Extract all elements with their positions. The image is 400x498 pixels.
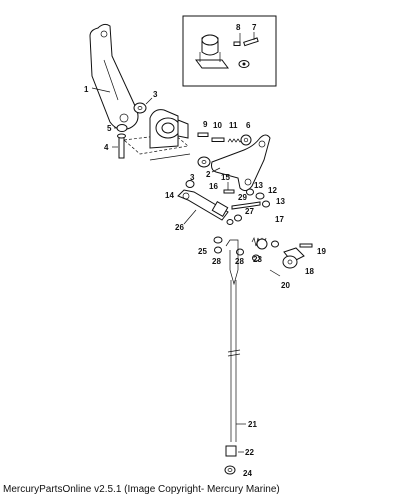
callout-11: 11 bbox=[229, 121, 238, 130]
part-28-washer-left: 28 bbox=[212, 246, 222, 266]
part-24-end-fitting: 24 bbox=[224, 465, 252, 478]
part-17-spring: 17 bbox=[251, 215, 284, 250]
part-27-washer: 27 bbox=[226, 207, 254, 225]
part-5-nut: 5 bbox=[107, 124, 128, 133]
part-29-rod: 29 bbox=[231, 193, 261, 210]
callout-18: 18 bbox=[305, 267, 314, 276]
callout-22: 22 bbox=[245, 448, 254, 457]
part-13-washer-a: 13 bbox=[246, 181, 263, 196]
part-4-bolt: 4 bbox=[104, 133, 126, 159]
callout-13-lower: 13 bbox=[276, 197, 285, 206]
part-14-washer: 14 bbox=[165, 180, 195, 200]
callout-27: 27 bbox=[245, 207, 254, 216]
callout-9: 9 bbox=[203, 120, 208, 129]
callout-15: 15 bbox=[221, 173, 230, 182]
callout-4: 4 bbox=[104, 143, 109, 152]
part-18-block: 18 bbox=[282, 247, 314, 276]
part-25-washer: 25 bbox=[198, 236, 223, 256]
callout-10: 10 bbox=[213, 121, 222, 130]
callout-23: 23 bbox=[253, 255, 262, 264]
callout-3-lower: 3 bbox=[190, 173, 195, 182]
copyright-footer: MercuryPartsOnline v2.5.1 (Image Copyrig… bbox=[3, 484, 280, 495]
part-26-shift-lever: 26 bbox=[175, 189, 229, 232]
part-10-pin: 10 bbox=[211, 121, 225, 142]
part-9-pin: 9 bbox=[197, 120, 209, 137]
callout-26: 26 bbox=[175, 223, 184, 232]
callout-21: 21 bbox=[248, 420, 257, 429]
callout-28-right: 28 bbox=[235, 257, 244, 266]
part-3-washer-upper: 3 bbox=[133, 90, 158, 114]
parts-diagram: 8 7 1 3 5 4 9 bbox=[84, 15, 326, 478]
callout-19: 19 bbox=[317, 247, 326, 256]
part-20-pin: 20 bbox=[269, 269, 290, 290]
part-13-washer-b: 13 bbox=[262, 197, 285, 208]
part-15-pin: 15 bbox=[221, 173, 230, 190]
callout-17: 17 bbox=[275, 215, 284, 224]
part-2-bell-crank: 2 bbox=[206, 134, 271, 192]
callout-8: 8 bbox=[236, 23, 241, 32]
callout-3-upper: 3 bbox=[153, 90, 158, 99]
callout-5: 5 bbox=[107, 124, 112, 133]
callout-25: 25 bbox=[198, 247, 207, 256]
callout-24: 24 bbox=[243, 469, 252, 478]
callout-1: 1 bbox=[84, 85, 89, 94]
callout-14: 14 bbox=[165, 191, 174, 200]
callout-12: 12 bbox=[268, 186, 277, 195]
inset-detail: 8 7 bbox=[182, 15, 277, 87]
part-22-nut: 22 bbox=[225, 445, 254, 457]
bracket-assembly bbox=[123, 109, 191, 161]
part-3-washer-lower: 3 bbox=[190, 156, 211, 182]
part-16-clip: 16 bbox=[209, 182, 235, 194]
callout-29: 29 bbox=[238, 193, 247, 202]
part-12-nut: 12 bbox=[255, 186, 277, 200]
callout-28-left: 28 bbox=[212, 257, 221, 266]
callout-13-upper: 13 bbox=[254, 181, 263, 190]
part-6-washer: 6 bbox=[240, 121, 252, 146]
callout-20: 20 bbox=[281, 281, 290, 290]
part-1-lever-arm: 1 bbox=[84, 23, 139, 130]
callout-16: 16 bbox=[209, 182, 218, 191]
part-28-washer-right: 28 bbox=[235, 248, 244, 266]
part-21-shift-rod: 21 bbox=[225, 239, 257, 442]
callout-2: 2 bbox=[206, 170, 211, 179]
part-19-pin: 19 bbox=[299, 243, 326, 256]
callout-7: 7 bbox=[252, 23, 257, 32]
part-23-washer: 23 bbox=[252, 240, 279, 264]
callout-6: 6 bbox=[246, 121, 251, 130]
